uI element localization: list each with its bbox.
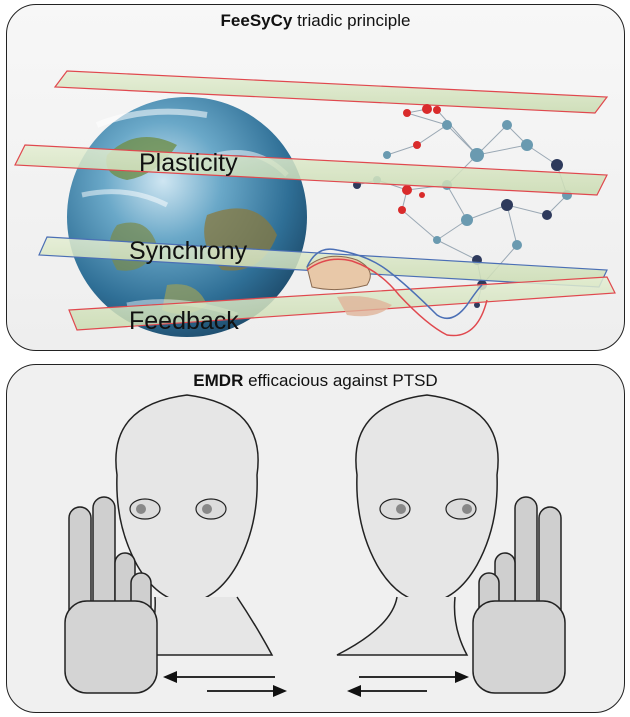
- emdr-title-bold: EMDR: [193, 371, 244, 390]
- right-hand-icon: [472, 496, 566, 694]
- band-plasticity: [14, 144, 608, 196]
- arrow-icon: [163, 671, 469, 697]
- hand-icon: [306, 248, 488, 337]
- band-top: [53, 70, 609, 114]
- feesycy-panel: FeeSyCy triadic principle: [6, 4, 625, 351]
- feesycy-title-rest: triadic principle: [292, 11, 411, 30]
- face-icon-right: [336, 394, 499, 656]
- left-hand-icon: [64, 496, 158, 694]
- label-synchrony: Synchrony: [129, 237, 248, 265]
- emdr-title-rest: efficacious against PTSD: [243, 371, 438, 390]
- feesycy-illustration: Plasticity Synchrony Feedback: [14, 70, 616, 337]
- feesycy-title-bold: FeeSyCy: [220, 11, 293, 30]
- label-feedback: Feedback: [129, 307, 239, 335]
- label-plasticity: Plasticity: [139, 149, 238, 177]
- face-icon: [115, 394, 274, 656]
- feesycy-title: FeeSyCy triadic principle: [7, 11, 624, 31]
- emdr-panel: EMDR efficacious against PTSD: [6, 364, 625, 713]
- emdr-title: EMDR efficacious against PTSD: [7, 371, 624, 391]
- emdr-illustration: [64, 394, 566, 697]
